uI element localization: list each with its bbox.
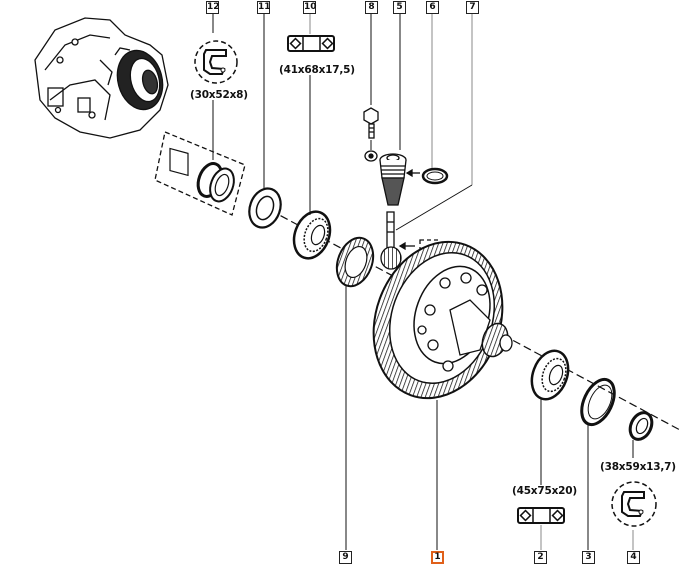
- oil-seal-symbol-4: [611, 481, 657, 527]
- callout-2[interactable]: 2: [534, 551, 547, 564]
- leader-lines: [212, 14, 634, 550]
- bearing-symbol-10: [287, 35, 335, 52]
- callout-5[interactable]: 5: [393, 1, 406, 14]
- o-ring-part-6: [421, 167, 449, 185]
- callout-1-selected[interactable]: 1: [431, 551, 444, 564]
- callout-10[interactable]: 10: [303, 1, 317, 14]
- seal-kit-group: [154, 131, 246, 216]
- oil-seal-symbol-12: [194, 40, 238, 84]
- callout-12[interactable]: 12: [206, 1, 220, 14]
- shim-part-3: [580, 377, 616, 427]
- callout-11[interactable]: 11: [257, 1, 271, 14]
- ring-part-11: [248, 187, 282, 229]
- gear-part-9: [335, 236, 375, 288]
- callout-8[interactable]: 8: [365, 1, 378, 14]
- dimension-label-seal-12: (30x52x8): [190, 89, 248, 101]
- dimension-label-seal-4: (38x59x13,7): [600, 461, 676, 473]
- callout-4[interactable]: 4: [627, 551, 640, 564]
- gearbox-housing: [34, 17, 169, 139]
- callout-9[interactable]: 9: [339, 551, 352, 564]
- bearing-part-10: [292, 210, 332, 260]
- oil-seal-part-4: [628, 411, 654, 441]
- pinion-shaft-part-7: [380, 211, 439, 270]
- bolt-part-8: [363, 107, 379, 162]
- callout-7[interactable]: 7: [466, 1, 479, 14]
- speedo-housing-part-5: [379, 153, 420, 206]
- kit-document-icon: [169, 147, 189, 177]
- bearing-part-2: [530, 349, 570, 401]
- callout-6[interactable]: 6: [426, 1, 439, 14]
- differential-part-1: [372, 240, 513, 400]
- oil-seal-part-12: [196, 162, 235, 203]
- bearing-symbol-2: [517, 507, 565, 524]
- dimension-label-bearing-2: (45x75x20): [512, 485, 577, 497]
- callout-3[interactable]: 3: [582, 551, 595, 564]
- dimension-label-bearing-10: (41x68x17,5): [279, 64, 355, 76]
